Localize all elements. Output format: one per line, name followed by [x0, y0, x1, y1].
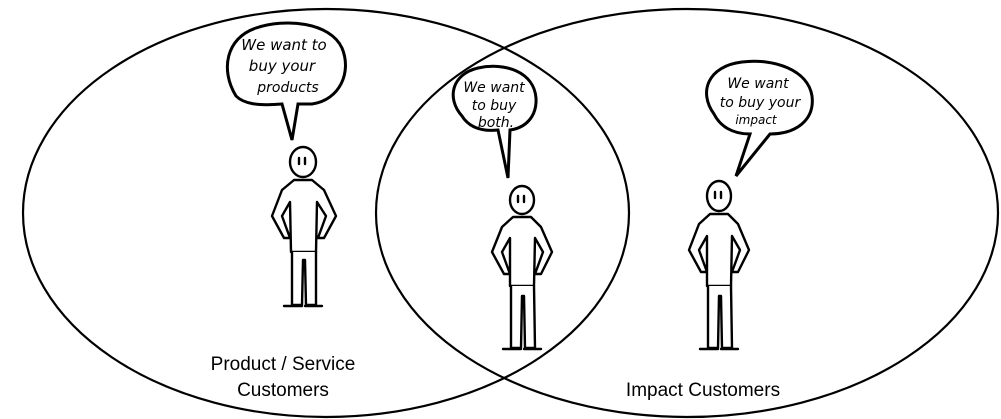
middle-figure-head: [508, 184, 536, 216]
middle-speech-line-1: We want: [463, 80, 525, 96]
product-service-label-line-1: Product / Service: [211, 354, 356, 375]
product-service-label-line-2: Customers: [237, 380, 329, 401]
left-speech-line-3: products: [256, 80, 318, 96]
left-speech-bubble: We want to buy your products: [225, 21, 347, 141]
impact-customers-label: Impact Customers: [626, 380, 780, 401]
left-figure-head: [288, 145, 318, 179]
right-speech-bubble: We want to buy your impact: [705, 59, 814, 177]
product-service-customers-circle: [21, 7, 631, 419]
middle-speech-line-3: both.: [478, 115, 514, 131]
middle-stick-figure: [490, 184, 554, 351]
impact-customers-circle: [374, 7, 1000, 419]
left-speech-line-2: buy your: [249, 57, 316, 75]
middle-speech-bubble: We want to buy both.: [451, 64, 538, 179]
left-stick-figure: [270, 145, 338, 308]
middle-speech-line-2: to buy: [472, 98, 517, 114]
right-figure-head: [705, 179, 733, 213]
right-speech-line-3: impact: [735, 113, 778, 127]
right-stick-figure: [687, 179, 751, 351]
right-speech-line-2: to buy your: [720, 95, 802, 111]
left-speech-line-1: We want to: [241, 36, 327, 54]
right-speech-line-1: We want: [727, 76, 789, 92]
